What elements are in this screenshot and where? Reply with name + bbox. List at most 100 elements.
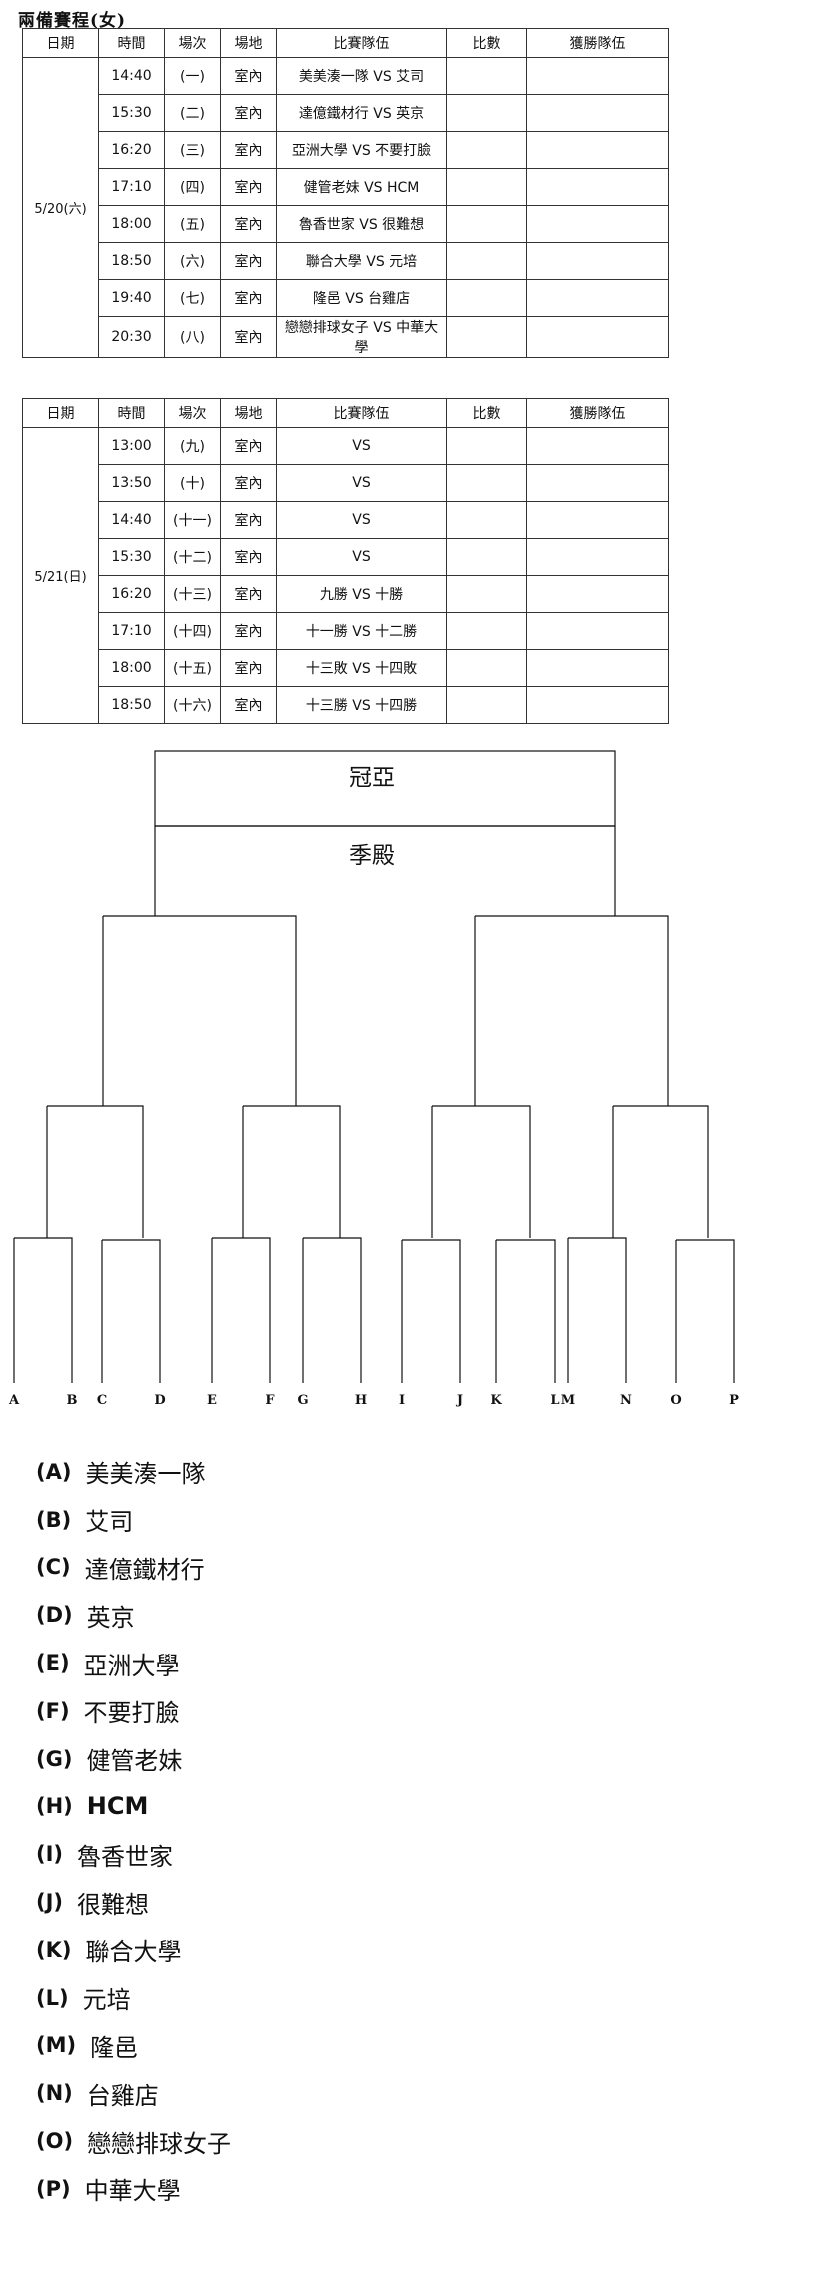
game-cell: (八)	[164, 316, 221, 358]
team-letter: (E)	[36, 1651, 70, 1676]
team-name: 不要打臉	[83, 1699, 180, 1728]
round1-AB	[13, 1237, 73, 1383]
venue-cell: 室內	[220, 427, 277, 465]
score-cell	[446, 57, 527, 95]
winner-cell	[526, 464, 669, 502]
team-list-item: (O)戀戀排球女子	[36, 2117, 231, 2165]
semifinal-right	[474, 915, 669, 1106]
team-letter: (H)	[36, 1794, 73, 1819]
time-cell: 18:00	[98, 205, 165, 243]
table-row: 16:20(十三)室內九勝 VS 十勝	[23, 575, 669, 613]
table-row: 5/20(六)14:40(一)室內美美湊一隊 VS 艾司	[22, 57, 669, 358]
round1-EF	[211, 1237, 271, 1383]
game-cell: (十二)	[164, 538, 221, 576]
time-cell: 15:30	[98, 538, 165, 576]
score-cell	[446, 279, 527, 317]
date-cell: 5/21(日)	[22, 427, 99, 724]
semifinal-left	[102, 915, 297, 1106]
team-letter: (J)	[36, 1890, 64, 1915]
match-cell: 健管老妹 VS HCM	[276, 168, 447, 206]
venue-cell: 室內	[220, 242, 277, 280]
table-row: 17:10(四)室內健管老妹 VS HCM	[23, 168, 669, 206]
game-cell: (四)	[164, 168, 221, 206]
winner-cell	[526, 279, 669, 317]
round1-OP	[675, 1239, 735, 1383]
table-row: 18:50(十六)室內十三勝 VS 十四勝	[23, 686, 669, 724]
team-list-item: (N)台雞店	[36, 2069, 231, 2117]
match-cell: 達億鐵材行 VS 英京	[276, 94, 447, 132]
header-game: 場次	[164, 398, 221, 428]
venue-cell: 室內	[220, 205, 277, 243]
quarterfinal-3	[431, 1105, 531, 1238]
team-letter: (M)	[36, 2033, 77, 2058]
round1-IJ	[401, 1239, 461, 1383]
header-winner: 獲勝隊伍	[526, 28, 669, 58]
bracket-slot-m: M	[561, 1393, 575, 1408]
time-cell: 14:40	[98, 57, 165, 95]
table-row: 19:40(七)室內隆邑 VS 台雞店	[23, 279, 669, 317]
time-cell: 17:10	[98, 612, 165, 650]
team-letter: (P)	[36, 2176, 71, 2201]
winner-cell	[526, 316, 669, 358]
team-name: 元培	[82, 1986, 131, 2015]
quarterfinal-4	[612, 1105, 709, 1238]
match-cell: VS	[276, 501, 447, 539]
time-cell: 13:50	[98, 464, 165, 502]
time-cell: 19:40	[98, 279, 165, 317]
team-name: 美美湊一隊	[85, 1460, 206, 1489]
venue-cell: 室內	[220, 612, 277, 650]
winner-cell	[526, 57, 669, 95]
score-cell	[446, 131, 527, 169]
team-name: 台雞店	[86, 2081, 159, 2110]
team-name: 聯合大學	[85, 1938, 182, 1967]
game-cell: (十六)	[164, 686, 221, 724]
bracket-lines	[13, 750, 735, 1383]
game-cell: (五)	[164, 205, 221, 243]
round1-CD	[101, 1239, 161, 1383]
team-letter: (I)	[36, 1842, 64, 1867]
table-row: 17:10(十四)室內十一勝 VS 十二勝	[23, 612, 669, 650]
bracket-slot-b: B	[67, 1393, 78, 1408]
team-list-item: (P) 中華大學	[36, 2165, 231, 2213]
match-cell: 十三勝 VS 十四勝	[276, 686, 447, 724]
team-list-item: (G)健管老妹	[36, 1735, 231, 1783]
score-cell	[446, 94, 527, 132]
game-cell: (二)	[164, 94, 221, 132]
match-cell: VS	[276, 538, 447, 576]
venue-cell: 室內	[220, 94, 277, 132]
match-cell: 十三敗 VS 十四敗	[276, 649, 447, 687]
winner-cell	[526, 168, 669, 206]
score-cell	[446, 649, 527, 687]
venue-cell: 室內	[220, 464, 277, 502]
team-letter: (A)	[36, 1459, 72, 1484]
header-time: 時間	[98, 398, 165, 428]
team-list-item: (D)英京	[36, 1591, 231, 1639]
header-date: 日期	[22, 398, 99, 428]
game-cell: (十)	[164, 464, 221, 502]
time-cell: 16:20	[98, 575, 165, 613]
bracket-slot-i: I	[399, 1393, 405, 1408]
header-game: 場次	[164, 28, 221, 58]
header-venue: 場地	[220, 28, 277, 58]
header-match: 比賽隊伍	[276, 28, 447, 58]
team-letter: (F)	[36, 1698, 70, 1723]
team-list-item: (I)魯香世家	[36, 1830, 231, 1878]
match-cell: 美美湊一隊 VS 艾司	[276, 57, 447, 95]
bracket-slot-j: J	[456, 1393, 463, 1408]
header-match: 比賽隊伍	[276, 398, 447, 428]
header-venue: 場地	[220, 398, 277, 428]
winner-cell	[526, 427, 669, 465]
winner-cell	[526, 205, 669, 243]
date-cell: 5/20(六)	[22, 57, 99, 358]
team-name: 中華大學	[84, 2177, 181, 2206]
team-name: 很難想	[77, 1890, 150, 1919]
match-cell: 魯香世家 VS 很難想	[276, 205, 447, 243]
bracket-slot-c: C	[97, 1393, 107, 1408]
team-list-item: (C)達億鐵材行	[36, 1544, 231, 1592]
team-list-item: (A) 美美湊一隊	[36, 1448, 231, 1496]
match-cell: VS	[276, 427, 447, 465]
game-cell: (一)	[164, 57, 221, 95]
team-name: 亞洲大學	[83, 1651, 180, 1680]
